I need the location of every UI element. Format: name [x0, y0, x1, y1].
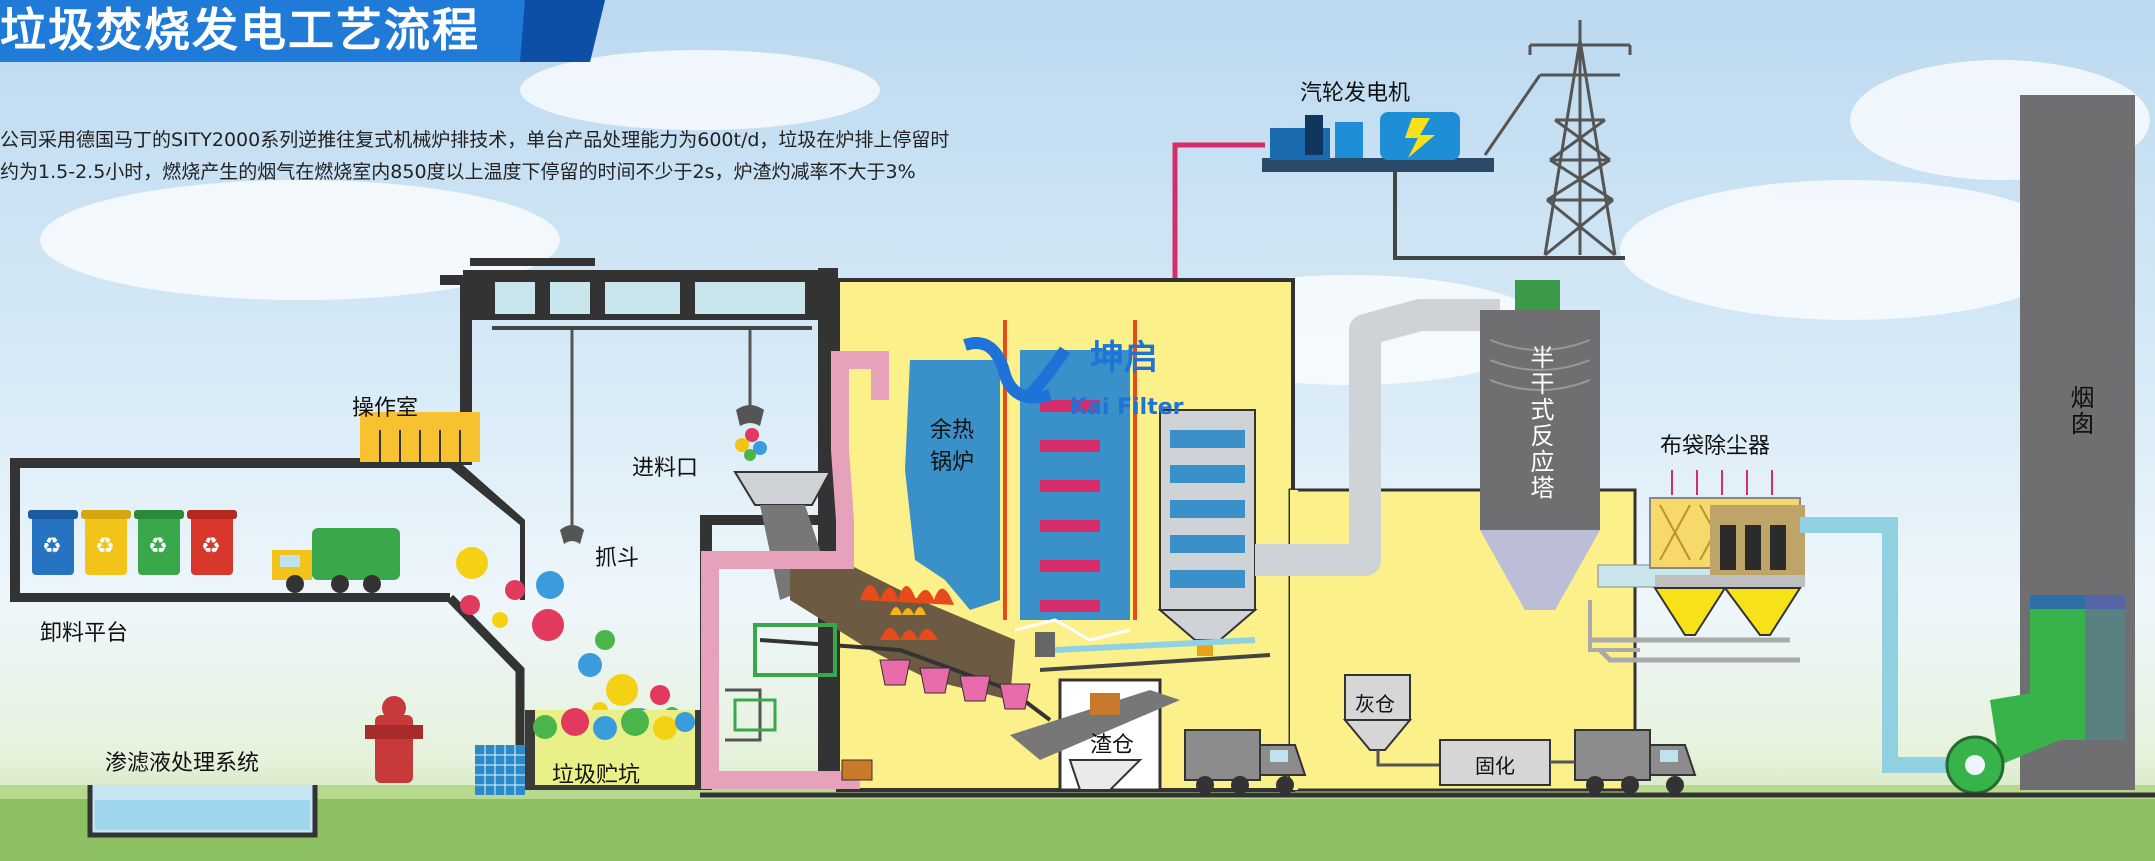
slag-bin — [1010, 678, 1180, 792]
ash-bin-label: 灰仓 — [1355, 692, 1395, 716]
leachate-tanks — [87, 745, 525, 838]
grab-label: 抓斗 — [595, 546, 640, 571]
page-title: 垃圾焚烧发电工艺流程 — [0, 3, 480, 57]
grab-cranes — [570, 330, 752, 530]
logo-subtitle: Kai Filter — [1070, 395, 1184, 420]
flue-duct — [1255, 299, 1500, 576]
slag-bin-label: 渣仓 — [1090, 733, 1135, 758]
garbage-truck — [272, 528, 400, 593]
chimney-label: 烟囱 — [2066, 385, 2094, 437]
leachate-system-label: 渗滤液处理系统 — [105, 751, 260, 776]
control-room-label: 操作室 — [352, 396, 419, 421]
bag-filter — [1649, 470, 1805, 636]
id-fan — [1945, 690, 2060, 795]
svg-text:♻: ♻ — [42, 534, 62, 559]
svg-text:♻: ♻ — [95, 534, 115, 559]
semi-dry-reactor — [1480, 280, 1774, 610]
economizer — [1157, 409, 1258, 656]
title-banner — [0, 0, 605, 62]
bag-filter-label: 布袋除尘器 — [1660, 434, 1771, 459]
ash-bin — [1342, 674, 1440, 767]
turbine-generator — [1262, 112, 1494, 172]
combustion-grate — [725, 560, 1052, 742]
transmission-tower — [1483, 20, 1632, 257]
fire-hydrant — [365, 696, 423, 783]
svg-text:♻: ♻ — [148, 534, 168, 559]
waste-pit — [525, 708, 705, 790]
clean-gas-duct — [1800, 517, 1950, 773]
grab-waste — [735, 428, 767, 461]
svg-text:♻: ♻ — [201, 534, 221, 559]
trash-bins: ♻ ♻ ♻ ♻ — [28, 510, 237, 575]
waste-balls — [456, 547, 680, 732]
waste-pit-label: 垃圾贮坑 — [552, 763, 641, 788]
chimney — [2020, 95, 2135, 790]
waste-heat-boiler — [905, 320, 1137, 657]
logo-mark — [963, 337, 1070, 405]
slag-truck — [1184, 729, 1307, 794]
semi-dry-reactor-label: 半干式反应塔 — [1526, 345, 1554, 501]
grass — [0, 795, 2155, 861]
receiving-hall — [10, 258, 838, 790]
waste-heat-boiler-label: 余热锅炉 — [930, 418, 975, 475]
logo-name: 坤启 — [1090, 338, 1158, 378]
unloading-platform-label: 卸料平台 — [40, 621, 129, 646]
air-duct — [701, 351, 889, 789]
ash-truck — [1574, 729, 1697, 794]
solidification-label: 固化 — [1475, 754, 1515, 778]
turbine-label: 汽轮发电机 — [1300, 81, 1411, 106]
description-line-2: 约为1.5-2.5小时，燃烧产生的烟气在燃烧室内850度以上温度下停留的时间不少… — [0, 161, 916, 183]
description-line-1: 公司采用德国马丁的SITY2000系列逆推往复式机械炉排技术，单台产品处理能力为… — [0, 129, 950, 151]
feed-inlet-label: 进料口 — [632, 456, 699, 481]
